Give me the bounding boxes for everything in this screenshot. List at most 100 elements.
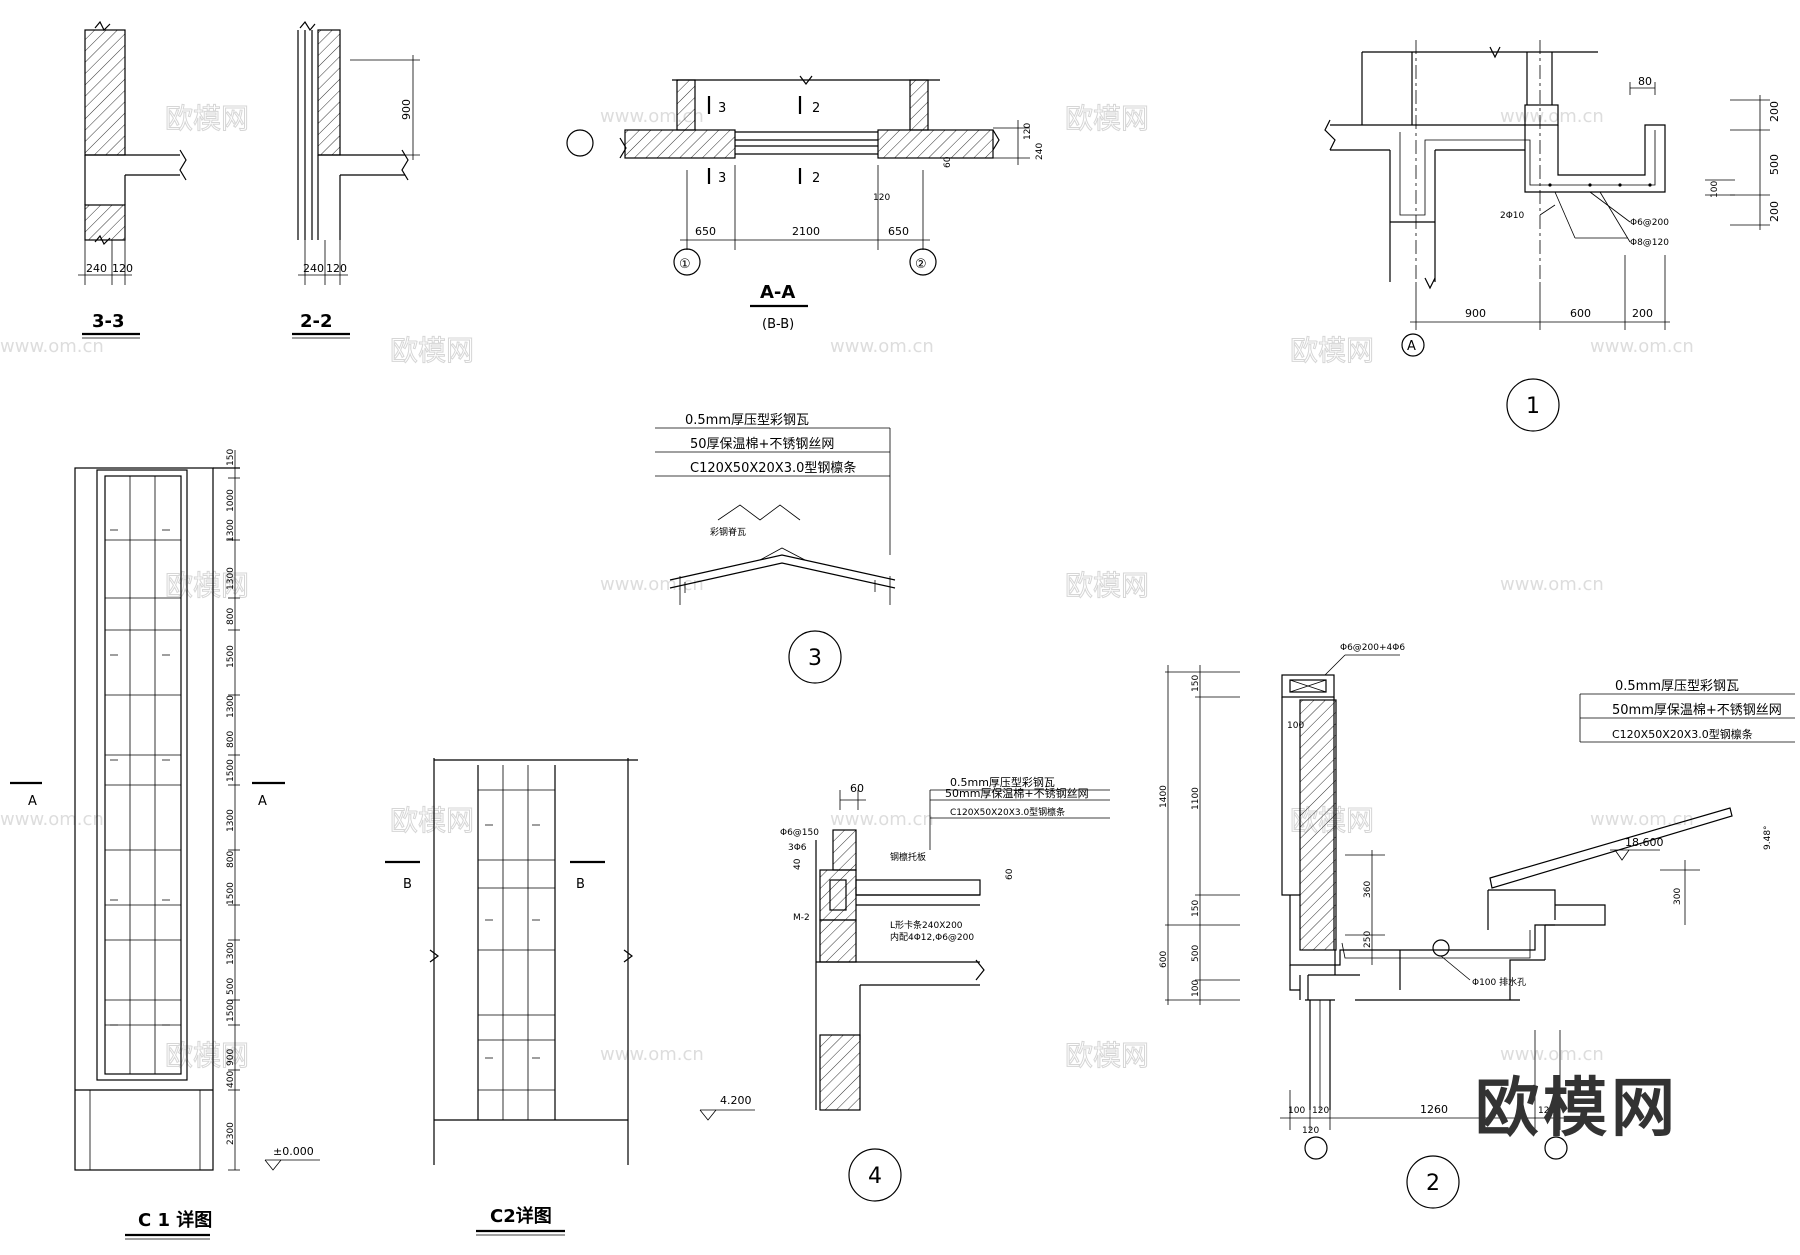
dim-240: 240 [86, 262, 107, 275]
rebar-label: 2Φ10 [1500, 211, 1525, 221]
dim-2100: 2100 [792, 225, 820, 238]
dim-value: 500 [226, 978, 236, 995]
detail-4: 0.5mm厚压型彩钢瓦 50mm厚保温棉+不锈钢丝网 C120X50X20X3.… [780, 775, 1110, 1202]
dim-500: 500 [1768, 154, 1781, 175]
dim-value: 1300 [226, 519, 236, 542]
dim-value: 100 [1288, 1106, 1305, 1116]
c1-title: C 1 详图 [138, 1209, 212, 1231]
dim-240: 240 [303, 262, 324, 275]
rebar-label: Φ6@150 [780, 828, 819, 838]
watermark-logo: 欧模网 [165, 569, 249, 602]
detail-number: 4 [868, 1164, 882, 1189]
section-3-3: 240 120 3-3 [78, 20, 187, 339]
watermark-logo: 欧模网 [1065, 569, 1149, 602]
dim-value: 1300 [226, 809, 236, 832]
cut-mark-3: 3 [718, 101, 726, 116]
wall-hatch [84, 29, 126, 156]
dim-900: 900 [400, 99, 413, 120]
dim-600: 600 [1570, 307, 1591, 320]
dim-650: 650 [888, 225, 909, 238]
cut-mark-2: 2 [812, 171, 820, 186]
c2-grid [478, 765, 555, 1120]
axis-1: ① [679, 257, 691, 272]
layer-label: 0.5mm厚压型彩钢瓦 [685, 413, 809, 428]
c2-title: C2详图 [490, 1205, 552, 1227]
axis-2: ② [915, 257, 927, 272]
section-mark: B [576, 877, 585, 892]
dim-value: 120 [1312, 1106, 1329, 1116]
dim-value: 1500 [226, 999, 236, 1022]
dim-200: 200 [1768, 201, 1781, 222]
dim-120: 120 [112, 262, 133, 275]
elevation-label: ±0.000 [273, 1145, 314, 1158]
dim-value: 1100 [1191, 787, 1201, 810]
watermark-url: www.om.cn [1500, 106, 1604, 127]
component-label: L形卡条240X200 [890, 919, 963, 931]
c1-grid [105, 476, 181, 1074]
watermark-url: www.om.cn [0, 809, 104, 830]
dim-value: 500 [1191, 945, 1201, 962]
layer-label: 50厚保温棉+不锈钢丝网 [690, 437, 834, 452]
dim-250: 250 [1363, 931, 1373, 948]
rebar-label: 3Φ6 [788, 843, 807, 853]
dim-value: 900 [226, 1049, 236, 1066]
layer-label: 0.5mm厚压型彩钢瓦 [1615, 679, 1739, 694]
dim-80: 80 [1638, 75, 1652, 88]
section-title: 3-3 [92, 311, 125, 332]
section-a-a: 3 2 3 2 120 240 60 120 650 2100 650 ① ② … [566, 75, 1045, 332]
section-subtitle: (B-B) [762, 317, 794, 332]
dim-100: 100 [1710, 181, 1720, 198]
section-title: 2-2 [300, 311, 333, 332]
dim-value: 1500 [226, 882, 236, 905]
dim-60: 60 [943, 156, 953, 168]
watermark-logo: 欧模网 [165, 1039, 249, 1072]
dim-120b: 120 [873, 193, 890, 203]
watermark-url: www.om.cn [1500, 574, 1604, 595]
dim-300: 300 [1673, 888, 1683, 905]
dim-value: 1300 [226, 942, 236, 965]
watermark-url: www.om.cn [830, 336, 934, 357]
layer-label: C120X50X20X3.0型钢檩条 [690, 460, 856, 476]
section-title: A-A [760, 282, 795, 303]
brand-logo: 欧模网 [1475, 1072, 1679, 1146]
dim-value: 1300 [226, 567, 236, 590]
dim-240: 240 [1035, 143, 1045, 160]
dim-value: 150 [1191, 675, 1201, 692]
dim-60: 60 [850, 782, 864, 795]
section-mark: A [258, 794, 267, 809]
section-mark: A [28, 794, 37, 809]
component-label: 内配4Φ12,Φ6@200 [890, 931, 974, 943]
dim-40: 40 [793, 858, 803, 870]
watermark-logo: 欧模网 [1290, 334, 1374, 367]
watermark-url: www.om.cn [1590, 809, 1694, 830]
dim-value: 1500 [226, 759, 236, 782]
section-2-2: 900 240 120 2-2 [292, 20, 420, 339]
watermark-url: www.om.cn [1500, 1044, 1604, 1065]
dim-900: 900 [1465, 307, 1486, 320]
watermark-url: www.om.cn [600, 574, 704, 595]
watermark-logo: 欧模网 [390, 804, 474, 837]
watermark-logo: 欧模网 [165, 102, 249, 135]
watermark-url: www.om.cn [830, 809, 934, 830]
dim-100: 100 [1287, 721, 1304, 731]
dim-value: 400 [226, 1071, 236, 1088]
elevation-label: 4.200 [720, 1094, 752, 1107]
drain-label: Φ100 排水孔 [1472, 976, 1526, 988]
c1-dims: 150 1000 1300 1300 800 1500 1300 800 150… [226, 449, 240, 1171]
watermark-logo: 欧模网 [390, 334, 474, 367]
dim-value: 1000 [226, 489, 236, 512]
elevation-label: 18.600 [1625, 836, 1664, 849]
detail-3: 0.5mm厚压型彩钢瓦 50厚保温棉+不锈钢丝网 C120X50X20X3.0型… [655, 413, 896, 684]
dim-120: 120 [326, 262, 347, 275]
rebar-label: Φ6@200 [1630, 218, 1669, 228]
dim-value: 2300 [226, 1122, 236, 1145]
layer-label: 50mm厚保温棉+不锈钢丝网 [1612, 703, 1782, 718]
c1-elevation: 150 1000 1300 1300 800 1500 1300 800 150… [10, 449, 320, 1240]
layer-label: C120X50X20X3.0型钢檩条 [950, 806, 1065, 818]
layer-label: C120X50X20X3.0型钢檩条 [1612, 727, 1753, 741]
watermark-logo: 欧模网 [1065, 102, 1149, 135]
axis-a: A [1407, 339, 1416, 354]
watermark-url: www.om.cn [0, 336, 104, 357]
rebar-label: Φ8@120 [1630, 238, 1669, 248]
